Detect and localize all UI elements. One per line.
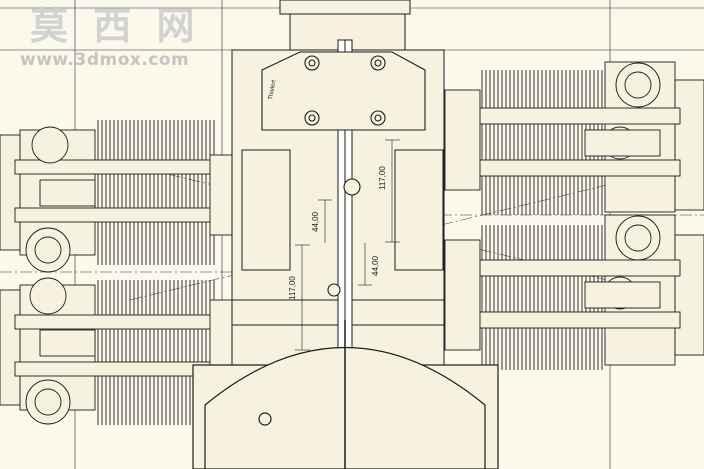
- dimension-lower-outer: 117,00: [288, 276, 297, 300]
- plate-note: Thielert: [268, 79, 277, 100]
- right-cylinder-bank: [444, 61, 704, 370]
- dimension-lines: [295, 139, 400, 351]
- lower-housing: [192, 320, 499, 469]
- dimension-upper-inner: 44,00: [311, 211, 320, 232]
- dimension-lower-inner: 44,00: [371, 255, 380, 276]
- left-cylinder-bank: [0, 120, 246, 425]
- dimension-upper-outer: 117,00: [378, 166, 387, 190]
- top-plate: [261, 51, 426, 297]
